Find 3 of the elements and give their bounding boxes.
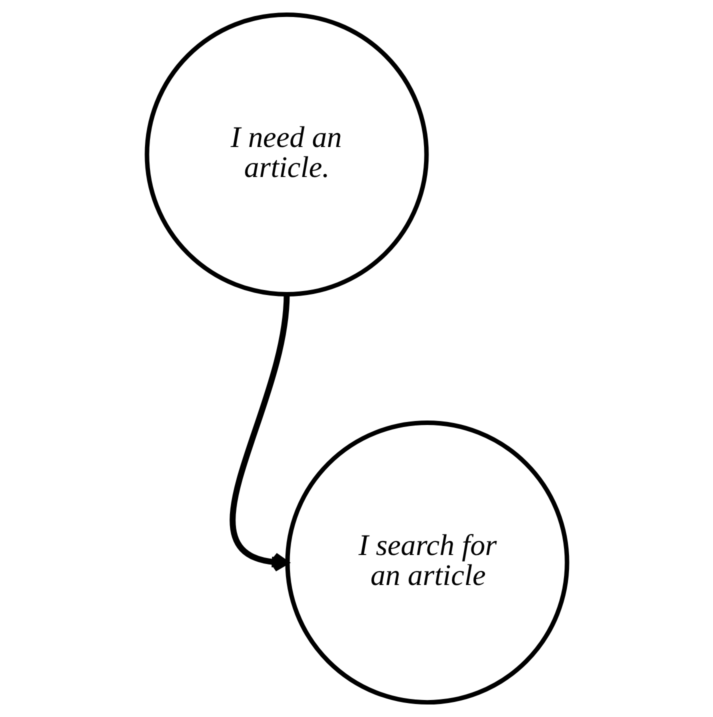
node-circle: I need an article. (144, 12, 428, 296)
node-circle: I search for an article (284, 420, 569, 705)
arrow (229, 294, 290, 572)
